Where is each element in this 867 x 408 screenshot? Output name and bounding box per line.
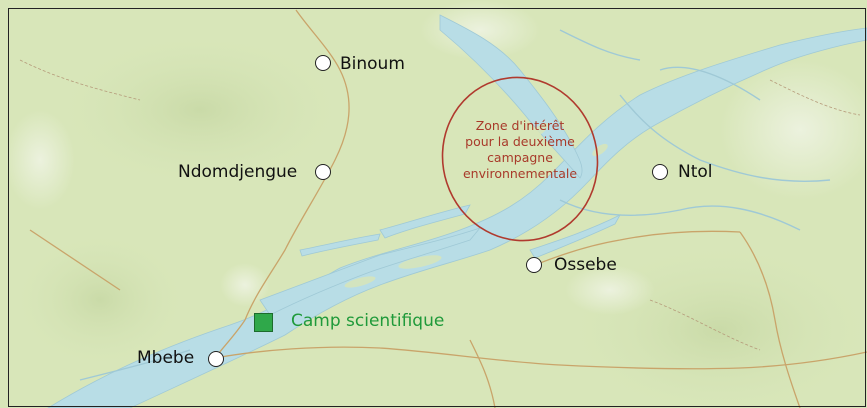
village-marker-ntol[interactable]	[652, 164, 668, 180]
terrain-shading	[5, 0, 867, 408]
place-label-ossebe: Ossebe	[554, 255, 617, 275]
zone-label-line: environnementale	[462, 166, 578, 181]
river-sanaga	[47, 14, 867, 408]
village-marker-ndomdjengue[interactable]	[315, 164, 331, 180]
place-label-mbebe: Mbebe	[137, 348, 195, 368]
village-marker-binoum[interactable]	[315, 55, 331, 71]
village-marker-ossebe[interactable]	[526, 257, 542, 273]
place-label-binoum: Binoum	[340, 54, 405, 74]
zone-of-interest-label: Zone d'intérêt pour la deuxième campagne…	[440, 118, 600, 182]
place-label-ntol: Ntol	[678, 162, 713, 182]
camp-marker[interactable]	[254, 313, 273, 332]
roads	[29, 9, 867, 408]
river-islands	[344, 116, 608, 288]
zone-label-line: pour la deuxième	[465, 134, 575, 149]
tributaries	[79, 29, 831, 381]
zone-label-line: campagne	[487, 150, 553, 165]
tracks	[19, 59, 861, 351]
camp-label: Camp scientifique	[291, 311, 445, 331]
place-label-ndomdjengue: Ndomdjengue	[178, 162, 298, 182]
zone-label-line: Zone d'intérêt	[475, 118, 565, 133]
village-marker-mbebe[interactable]	[208, 351, 224, 367]
